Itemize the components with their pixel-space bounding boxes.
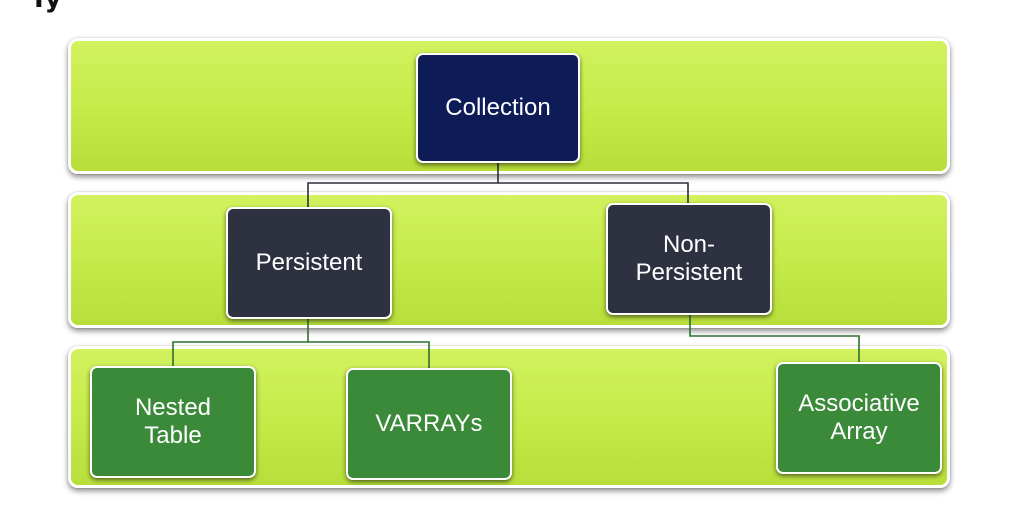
node-collection-label: Collection [445, 93, 551, 121]
node-varrays: VARRAYs [346, 368, 512, 480]
node-collection: Collection [416, 53, 580, 163]
node-non-persistent-label-line1: Non- [662, 230, 716, 258]
node-varrays-label: VARRAYs [375, 409, 483, 437]
node-associative-array-label-line1: Associative [798, 389, 920, 417]
node-nested-table-label-line2: Table [144, 422, 202, 449]
node-associative-array-label-line2: Array [830, 418, 888, 445]
node-nested-table: Nested Table [90, 366, 256, 478]
node-non-persistent: Non- Persistent [606, 203, 772, 315]
band-level-2 [68, 192, 950, 328]
node-nested-table-label-line1: Nested [134, 393, 212, 421]
node-persistent: Persistent [226, 207, 392, 319]
clipped-heading-fragment: Ty [30, 0, 62, 14]
node-non-persistent-label-line2: Persistent [635, 259, 743, 286]
node-associative-array: Associative Array [776, 362, 942, 474]
node-persistent-label: Persistent [255, 248, 363, 276]
